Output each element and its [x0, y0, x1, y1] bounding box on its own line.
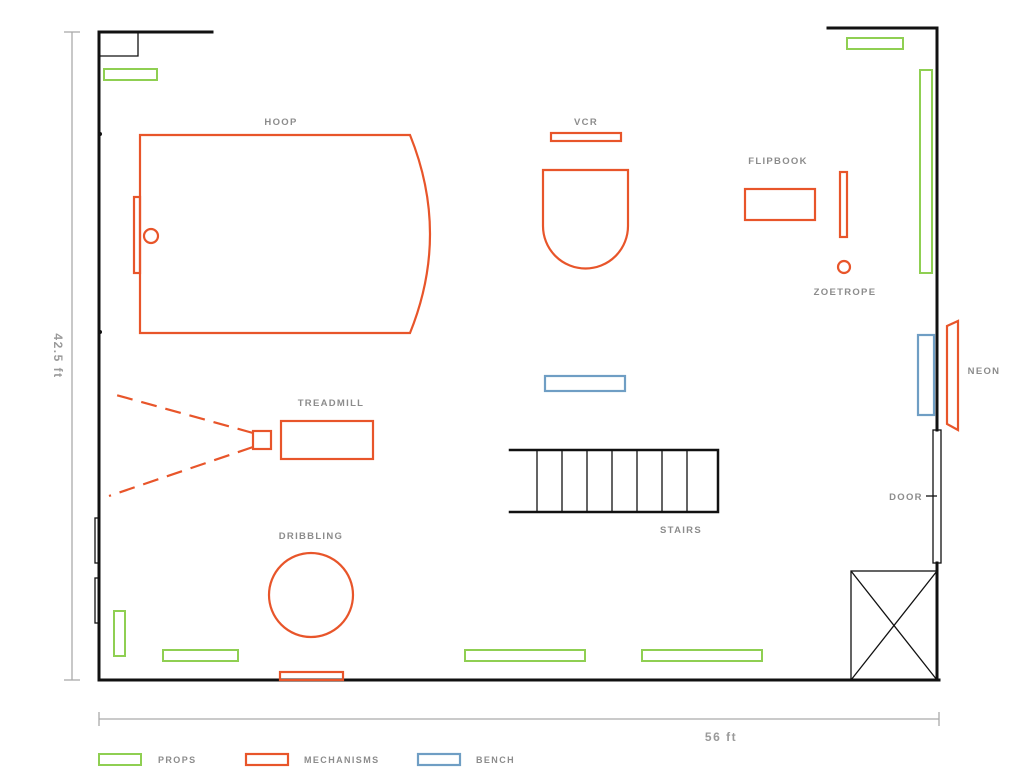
legend-swatch-bench	[416, 752, 462, 767]
neon-sign	[945, 319, 960, 432]
elevator-shaft	[850, 570, 938, 681]
height-dimension: 42.5 ft	[51, 31, 80, 681]
dribbling-circle	[267, 551, 355, 639]
treadmill: TREADMILL	[108, 391, 375, 498]
prop-item	[846, 37, 904, 50]
wall-top-right	[826, 26, 939, 432]
walls	[94, 26, 941, 682]
dribbling-mat	[278, 670, 345, 682]
legend-label-mechanisms: MECHANISMS	[304, 755, 380, 765]
vcr-unit	[549, 131, 623, 143]
legend-swatch-props	[98, 753, 142, 766]
legend-label-bench: BENCH	[476, 755, 515, 765]
wall-marker-upper	[98, 132, 102, 136]
bench-item	[916, 333, 936, 417]
wall-marker-lower	[98, 330, 102, 334]
prop-item	[103, 68, 158, 81]
zoetrope-screen	[838, 170, 849, 239]
treadmill-projector	[251, 429, 273, 451]
hoop-label: HOOP	[264, 117, 297, 128]
height-dimension-label: 42.5 ft	[51, 333, 65, 378]
bench-group	[543, 333, 936, 417]
stairs-label: STAIRS	[660, 525, 702, 536]
bench-item	[543, 374, 627, 393]
left-window-lower	[94, 577, 100, 624]
flipbook-label: FLIPBOOK	[748, 156, 807, 167]
stairs-outline	[508, 448, 720, 514]
legend-swatch-mechanisms	[244, 752, 290, 767]
projection-beam-lower	[108, 445, 254, 498]
prop-item	[464, 649, 586, 662]
door-label: DOOR	[889, 492, 923, 503]
hoop: HOOP	[132, 117, 432, 335]
door: DOOR	[889, 429, 942, 564]
hoop-rim	[142, 227, 160, 245]
legend-label-props: PROPS	[158, 755, 197, 765]
corner-closet	[99, 32, 139, 57]
prop-item	[162, 649, 239, 662]
vcr: VCR	[541, 117, 630, 270]
dribbling-label: DRIBBLING	[279, 531, 343, 542]
vcr-label: VCR	[574, 117, 598, 128]
wall-left-bottom	[97, 30, 941, 682]
zoetrope: ZOETROPE	[814, 170, 877, 298]
stairs: STAIRS	[508, 448, 720, 536]
treadmill-deck	[279, 419, 375, 461]
prop-item	[919, 69, 933, 274]
vcr-stage	[541, 168, 630, 270]
zoetrope-drum	[836, 259, 852, 275]
prop-item	[641, 649, 763, 662]
neon: NEON	[945, 319, 1001, 432]
legend: PROPS MECHANISMS BENCH	[98, 752, 515, 767]
projection-beam-upper	[108, 391, 254, 435]
treadmill-label: TREADMILL	[298, 398, 365, 409]
hoop-backboard	[132, 195, 142, 275]
left-window-upper	[94, 517, 100, 564]
dribbling: DRIBBLING	[267, 531, 355, 682]
flipbook: FLIPBOOK	[743, 156, 817, 222]
props-group	[103, 37, 933, 662]
elevator-cross-b	[850, 570, 938, 681]
neon-label: NEON	[968, 366, 1001, 377]
width-dimension: 56 ft	[98, 712, 940, 744]
zoetrope-label: ZOETROPE	[814, 287, 877, 298]
width-dimension-label: 56 ft	[705, 730, 737, 744]
flipbook-table	[743, 187, 817, 222]
elevator-box	[850, 570, 938, 681]
hoop-court	[138, 133, 432, 335]
prop-item	[113, 610, 126, 657]
